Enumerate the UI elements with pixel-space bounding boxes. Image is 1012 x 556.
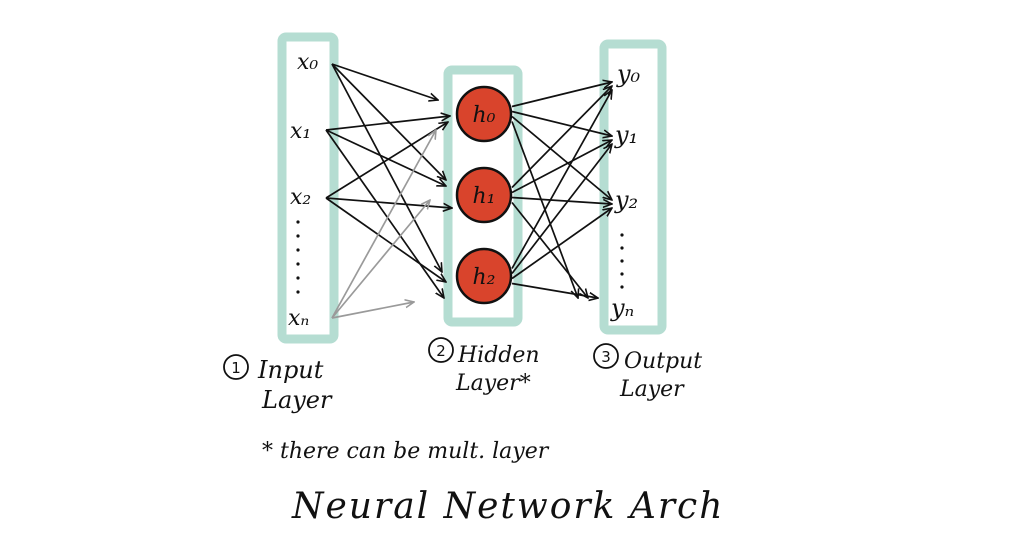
arrow-input-0-to-hidden-0 [331,63,438,100]
svg-text:1: 1 [231,359,241,377]
arrow-input-2-to-hidden-2 [325,197,446,282]
output-layer-label: 3 Output Layer [593,343,702,402]
diagram-title: Neural Network Arch [291,486,724,527]
number-circle-1 [223,354,249,380]
output-ellipsis-dots [620,233,624,289]
arrow-hidden-2-to-output-0 [511,90,612,269]
output-layer-box [599,39,667,335]
arrow-hidden-2-to-output-2 [511,208,612,280]
hidden-layer-label: 2 Hidden Layer* [428,337,540,396]
arrow-hidden-0-to-output-1 [511,110,612,137]
arrow-hidden-0-to-output-2 [511,115,612,201]
arrow-input-3-to-hidden-0 [331,130,436,319]
hidden-layer-box [443,65,523,327]
svg-text:h₀: h₀ [473,103,496,128]
arrow-input-3-to-hidden-2 [331,302,414,319]
input-node-x0: x₀ [297,50,318,75]
svg-text:3: 3 [601,348,611,366]
arrow-input-0-to-hidden-2 [331,63,442,272]
number-circle-2 [428,337,454,363]
arrow-input-0-to-hidden-1 [331,63,446,180]
hidden-node-h2: h₂ [455,247,513,305]
input-layer-label: 1 Input Layer [223,354,333,414]
arrow-hidden-2-to-output-1 [511,144,612,275]
svg-text:2: 2 [436,342,446,360]
footnote: * there can be mult. layer [262,439,550,464]
input-node-x2: x₂ [290,185,311,210]
svg-text:Input: Input [257,356,324,384]
hidden-node-h1: h₁ [455,166,513,224]
number-circle-3 [593,343,619,369]
hidden-node-h0: h₀ [455,85,513,143]
svg-text:Output: Output [624,349,702,374]
svg-text:Layer: Layer [619,377,685,402]
input-node-x1: x₁ [290,119,311,144]
arrow-input-2-to-hidden-0 [325,122,448,199]
output-node-y1: y₁ [614,121,638,149]
arrow-hidden-1-to-output-2 [511,196,612,205]
arrow-hidden-1-to-output-3 [511,201,588,299]
svg-text:h₁: h₁ [473,184,496,209]
arrow-input-1-to-hidden-0 [325,116,450,131]
arrow-input-3-to-hidden-1 [331,200,430,319]
connection-arrows [325,63,612,319]
arrow-input-1-to-hidden-2 [325,129,444,298]
output-node-yn: yₙ [610,294,634,322]
input-ellipsis-dots [296,220,300,294]
arrow-hidden-1-to-output-1 [511,140,612,194]
svg-text:h₂: h₂ [473,265,496,290]
arrow-hidden-2-to-output-3 [511,282,598,299]
input-node-xn: xₙ [288,306,309,331]
arrow-input-1-to-hidden-1 [325,129,446,186]
svg-text:Layer*: Layer* [455,371,531,396]
arrow-hidden-1-to-output-0 [511,86,612,189]
output-node-y0: y₀ [616,60,641,88]
arrow-input-2-to-hidden-1 [325,197,452,208]
output-node-y2: y₂ [614,186,638,214]
svg-text:Hidden: Hidden [457,343,540,368]
svg-text:Layer: Layer [261,386,333,414]
input-layer-box [277,32,339,344]
arrow-hidden-0-to-output-0 [511,82,612,108]
